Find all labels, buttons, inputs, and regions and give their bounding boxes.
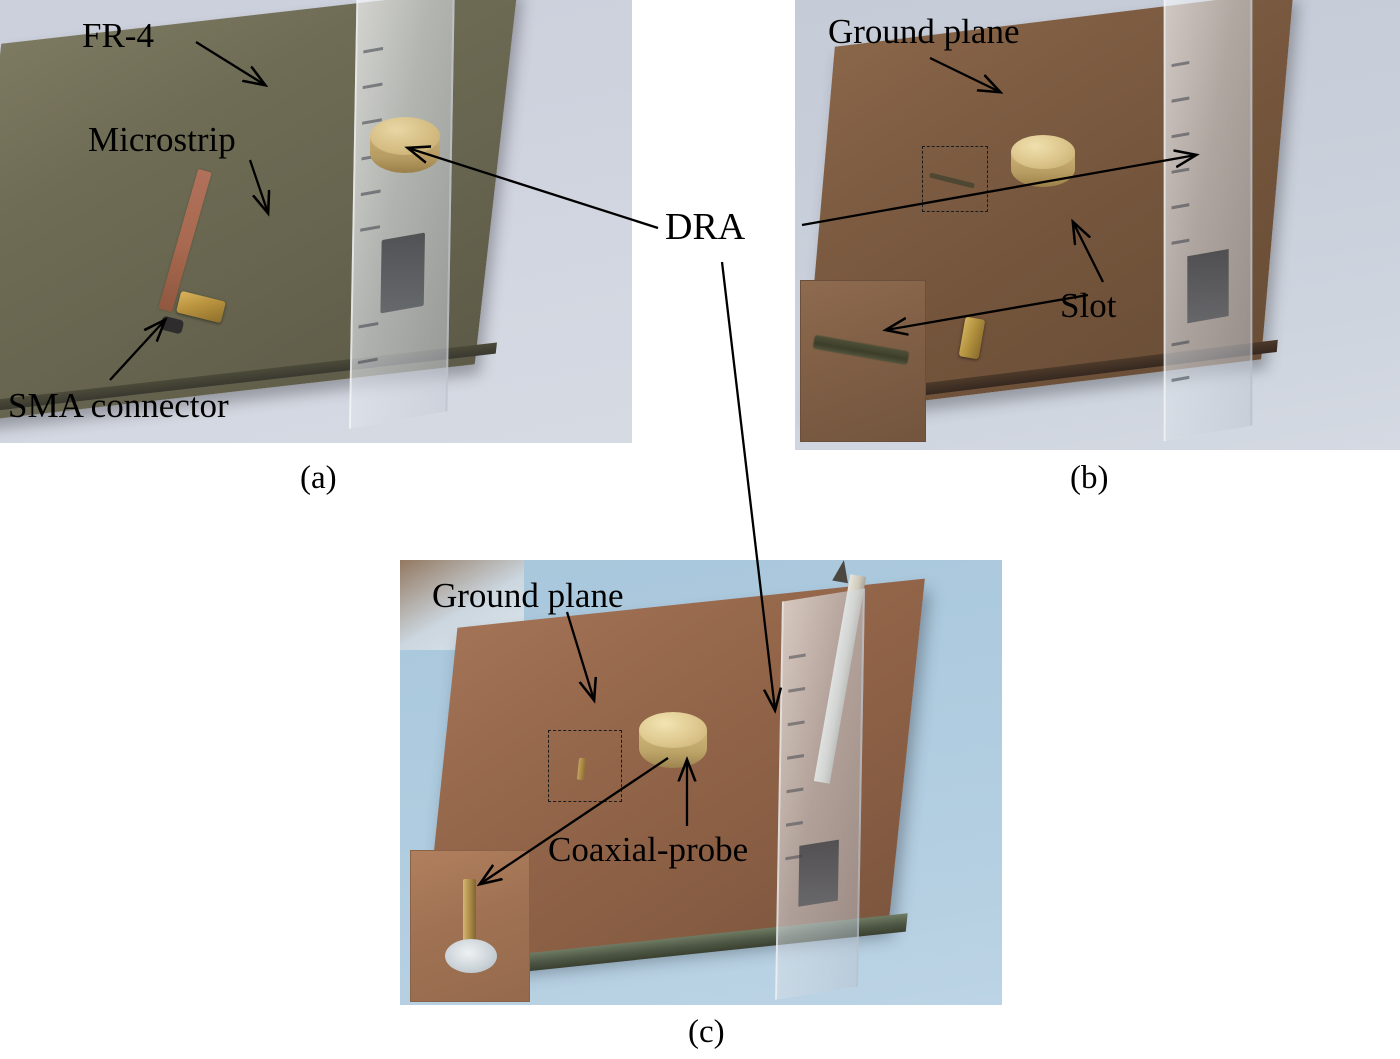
dra-puck-b	[1010, 135, 1076, 203]
label-fr4: FR-4	[82, 16, 154, 55]
ruler-c	[775, 588, 865, 1000]
slot-zoom-box-b	[922, 146, 988, 212]
label-dra: DRA	[665, 206, 746, 248]
label-coaxial-probe: Coaxial-probe	[548, 830, 749, 869]
subcaption-b: (b)	[1070, 460, 1109, 496]
panel-c-photograph	[400, 560, 1002, 1005]
probe-zoom-box-c	[548, 730, 622, 802]
probe-closeup-pin	[463, 879, 476, 949]
label-ground-plane-c: Ground plane	[432, 576, 624, 615]
ruler-b	[1163, 0, 1253, 442]
subcaption-c: (c)	[688, 1014, 725, 1050]
panel-a-photograph	[0, 0, 632, 443]
label-sma-connector: SMA connector	[8, 386, 229, 425]
slot-closeup-detail	[812, 334, 910, 366]
slot-closeup-inset-b	[800, 280, 926, 442]
ruler-brand-label-a	[380, 232, 426, 314]
subcaption-a: (a)	[300, 460, 337, 496]
ruler-brand-label-c	[798, 839, 839, 907]
label-slot: Slot	[1060, 286, 1117, 325]
probe-closeup-disc	[445, 939, 497, 973]
dra-puck-a	[368, 117, 442, 189]
label-ground-plane-b: Ground plane	[828, 12, 1020, 51]
ruler-a	[348, 0, 456, 429]
dra-puck-c	[638, 712, 708, 784]
panel-b-photograph	[795, 0, 1400, 450]
label-microstrip: Microstrip	[88, 120, 236, 159]
probe-closeup-inset-c	[410, 850, 530, 1002]
ruler-brand-label-b	[1187, 249, 1229, 324]
